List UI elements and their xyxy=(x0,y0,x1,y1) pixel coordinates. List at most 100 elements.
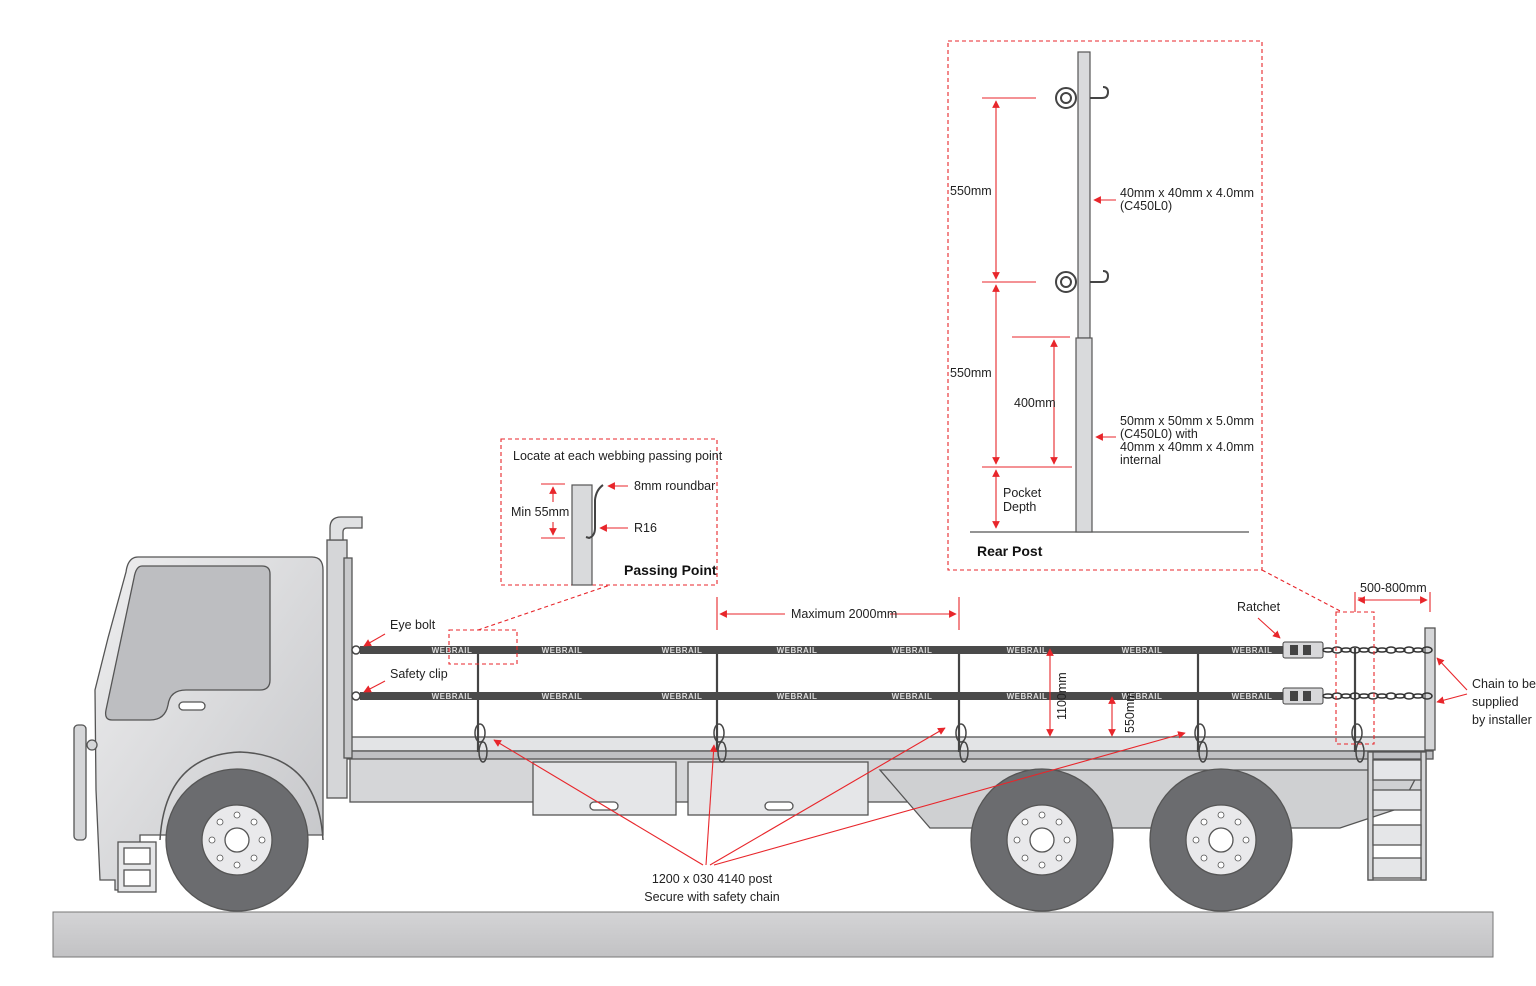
cab-window xyxy=(104,565,271,721)
ratchet-lower xyxy=(1282,687,1324,705)
tray-deck xyxy=(347,736,1434,752)
webbing-print: WEBRAIL xyxy=(777,646,818,655)
chain-link xyxy=(1385,646,1397,654)
upper-spacing-label: 550mm xyxy=(950,184,992,198)
rear-post-lower-tube xyxy=(1075,337,1093,533)
lower-rail-height-label: 550mm xyxy=(1123,691,1137,733)
chain-note-line3: by installer xyxy=(1472,713,1532,727)
eye-bolt-upper xyxy=(351,645,361,655)
lower-section-line3: 40mm x 40mm x 4.0mm xyxy=(1120,440,1254,454)
webbing-print: WEBRAIL xyxy=(542,646,583,655)
rear-ladder xyxy=(1367,751,1427,881)
webrail-system: WEBRAIL WEBRAIL WEBRAIL WEBRAIL WEBRAIL WEBRA… xyxy=(351,641,1433,763)
webbing-print: WEBRAIL xyxy=(1122,646,1163,655)
webbing-print: WEBRAIL xyxy=(432,692,473,701)
front-bumper xyxy=(73,724,87,841)
chain-link xyxy=(1421,692,1433,700)
rear-wheel-1 xyxy=(970,768,1114,912)
passing-point-title: Passing Point xyxy=(624,562,717,578)
chain-gap-label: 500-800mm xyxy=(1360,581,1427,595)
pocket-depth-line2: Depth xyxy=(1003,500,1036,514)
max-spacing-label: Maximum 2000mm xyxy=(791,607,897,621)
safety-clip-label: Safety clip xyxy=(390,667,448,681)
chain-link xyxy=(1331,692,1343,700)
webbing-print: WEBRAIL xyxy=(432,646,473,655)
chain-link xyxy=(1394,647,1406,653)
chain-link xyxy=(1322,647,1334,653)
rear-stanchion xyxy=(1424,627,1436,751)
webbing-print: WEBRAIL xyxy=(542,692,583,701)
webbing-print: WEBRAIL xyxy=(662,646,703,655)
webbing-print: WEBRAIL xyxy=(892,692,933,701)
rear-post-callout-box xyxy=(1335,611,1375,745)
rear-post-title: Rear Post xyxy=(977,543,1043,559)
chain-link xyxy=(1358,693,1370,699)
lower-section-line2: (C450L0) with xyxy=(1120,427,1198,441)
roundbar-label: 8mm roundbar xyxy=(634,479,715,493)
eye-bolt-label: Eye bolt xyxy=(390,618,436,632)
upper-eye-ring xyxy=(1055,86,1110,109)
webbing-print: WEBRAIL xyxy=(892,646,933,655)
chain-link xyxy=(1349,692,1361,700)
chain-link xyxy=(1331,646,1343,654)
upper-section-line2: (C450L0) xyxy=(1120,199,1172,213)
lower-section-line4: internal xyxy=(1120,453,1161,467)
chain-link xyxy=(1340,647,1352,653)
rear-wheel-2 xyxy=(1149,768,1293,912)
roundbar-hook xyxy=(585,484,604,540)
chain-link xyxy=(1367,692,1379,700)
exhaust-stack xyxy=(329,516,363,541)
chain-note-line1: Chain to be xyxy=(1472,677,1536,691)
chain-link xyxy=(1412,647,1424,653)
upper-rail-height-label: 1100mm xyxy=(1055,672,1069,720)
min-height-label: Min 55mm xyxy=(511,505,569,519)
passing-point-post xyxy=(571,484,593,586)
tray-sill xyxy=(347,750,1434,760)
passing-point-note: Locate at each webbing passing point xyxy=(513,449,723,463)
webbing-print: WEBRAIL xyxy=(662,692,703,701)
chain-link xyxy=(1349,646,1361,654)
post-spec-line2: Secure with safety chain xyxy=(644,890,780,904)
lower-eye-ring xyxy=(1055,270,1110,293)
chain-link xyxy=(1385,692,1397,700)
webbing-print: WEBRAIL xyxy=(1122,692,1163,701)
upper-webbing xyxy=(360,646,1285,654)
chain-link xyxy=(1358,647,1370,653)
webbing-print: WEBRAIL xyxy=(777,692,818,701)
post-spec-line1: 1200 x 030 4140 post xyxy=(652,872,773,886)
lower-webbing xyxy=(360,692,1285,700)
chain-link xyxy=(1376,693,1388,699)
rear-post-upper-tube xyxy=(1077,51,1091,339)
radius-label: R16 xyxy=(634,521,657,535)
ratchet-upper xyxy=(1282,641,1324,659)
rear-post-detail xyxy=(947,40,1263,571)
chain-note-line2: supplied xyxy=(1472,695,1519,709)
chain-link xyxy=(1340,693,1352,699)
chain-link xyxy=(1403,692,1415,700)
rear-post-frame xyxy=(947,40,1263,571)
passing-point-frame xyxy=(500,438,718,586)
rear-underbody xyxy=(878,769,1422,829)
ratchet-label: Ratchet xyxy=(1237,600,1281,614)
truck-annotations xyxy=(363,569,1468,866)
truck xyxy=(73,516,1436,912)
pocket-depth-line1: Pocket xyxy=(1003,486,1042,500)
passing-point-callout-box xyxy=(448,629,518,665)
chain-link xyxy=(1421,646,1433,654)
lower-spacing-label: 550mm xyxy=(950,366,992,380)
upper-section-line1: 40mm x 40mm x 4.0mm xyxy=(1120,186,1254,200)
webbing-print: WEBRAIL xyxy=(1232,646,1273,655)
webbing-print: WEBRAIL xyxy=(1232,692,1273,701)
chain-link xyxy=(1403,646,1415,654)
chain-link xyxy=(1367,646,1379,654)
chain-link xyxy=(1322,693,1334,699)
chain-link xyxy=(1376,647,1388,653)
passing-point-detail xyxy=(500,438,718,586)
webbing-print: WEBRAIL xyxy=(1007,692,1048,701)
front-wheel xyxy=(165,768,309,912)
webbing-print: WEBRAIL xyxy=(1007,646,1048,655)
lower-section-line1: 50mm x 50mm x 5.0mm xyxy=(1120,414,1254,428)
ground xyxy=(52,911,1494,958)
eye-bolt-lower xyxy=(351,691,361,701)
